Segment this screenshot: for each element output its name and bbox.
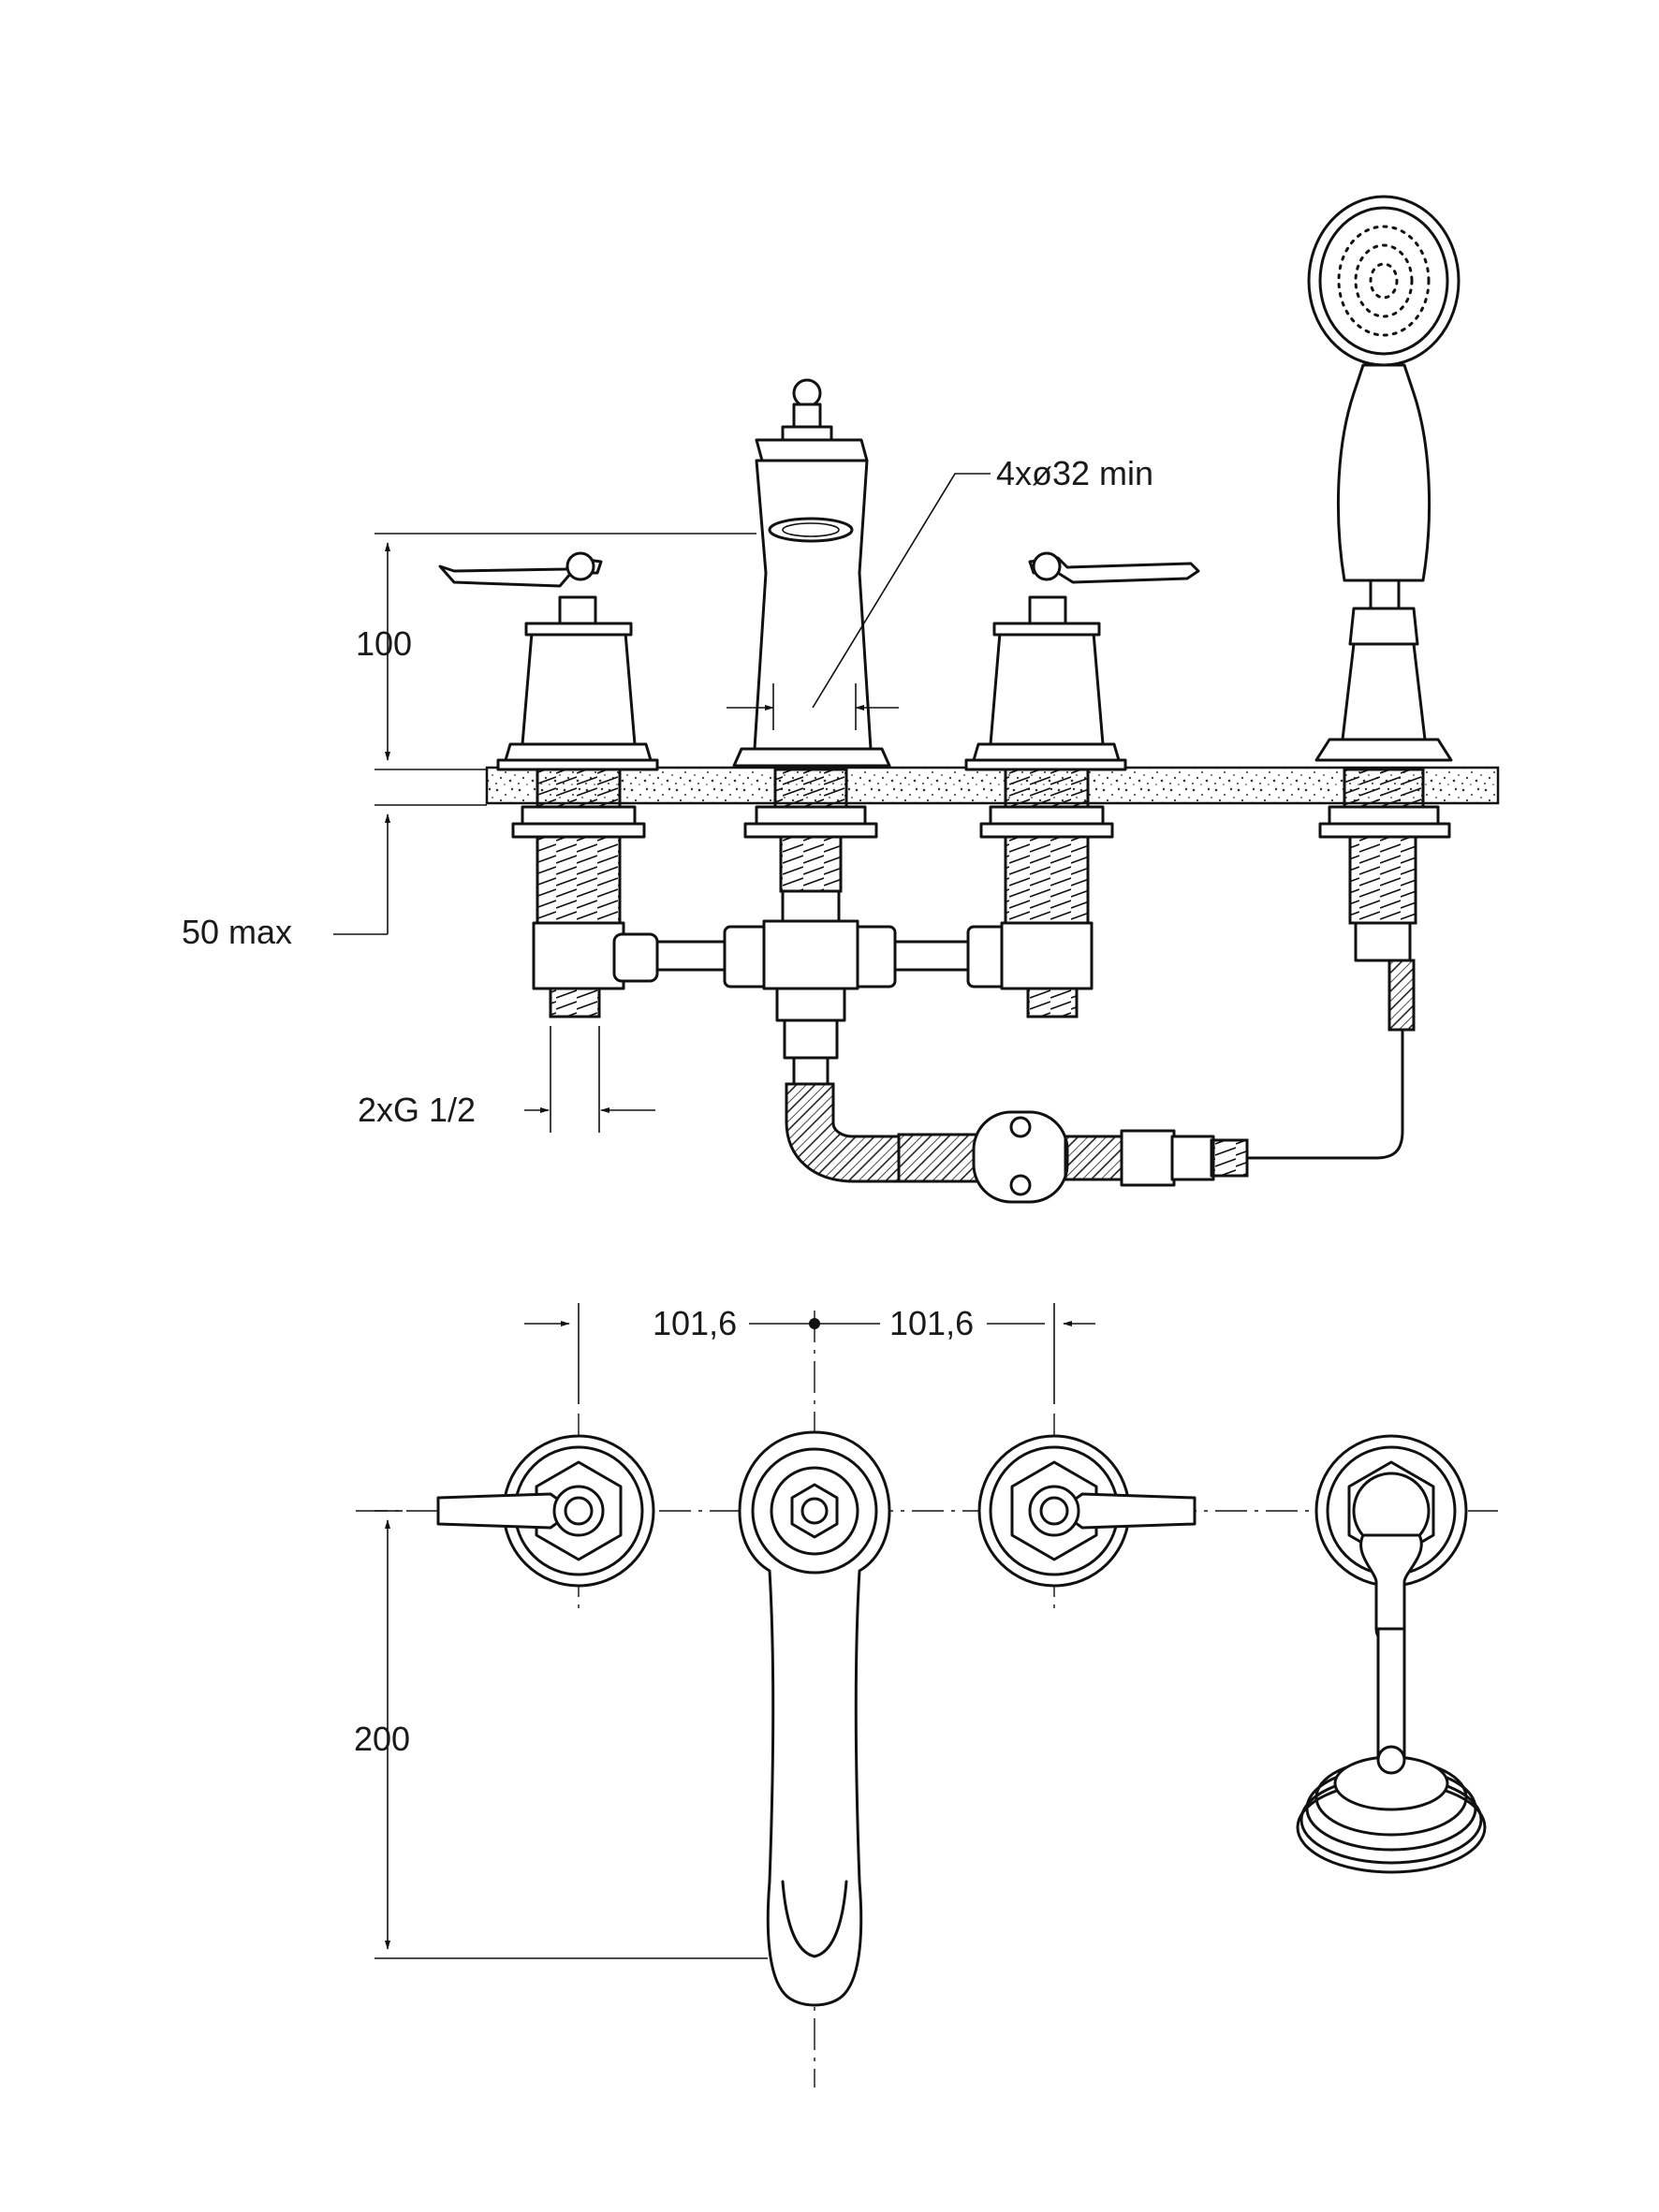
plan-view [356,1303,1498,2087]
hole-size-label: 4xø32 min [996,454,1153,492]
plan-hand-shower [1296,1434,1487,1874]
manifold [612,919,1050,1086]
countertop [485,766,1500,805]
front-dimensions [333,473,991,1133]
center-dot [809,1318,820,1329]
left-valve [438,551,659,1018]
right-valve [964,551,1200,1018]
dimension-height-label: 100 [356,624,412,663]
spacing-left-label: 101,6 [653,1304,737,1342]
hand-shower [1307,195,1461,962]
front-elevation [333,195,1500,1204]
spout-reach-label: 200 [354,1720,410,1758]
plan-spout [738,1430,891,2007]
plan-dimensions [374,1303,1095,1959]
plan-right-valve [977,1434,1197,1588]
thread-size-label: 2xG 1/2 [358,1091,476,1129]
dimension-max-label: 50 max [182,913,292,951]
hose [785,959,1416,1204]
plan-left-valve [436,1434,655,1588]
spacing-right-label: 101,6 [889,1304,974,1342]
spout [732,378,891,923]
